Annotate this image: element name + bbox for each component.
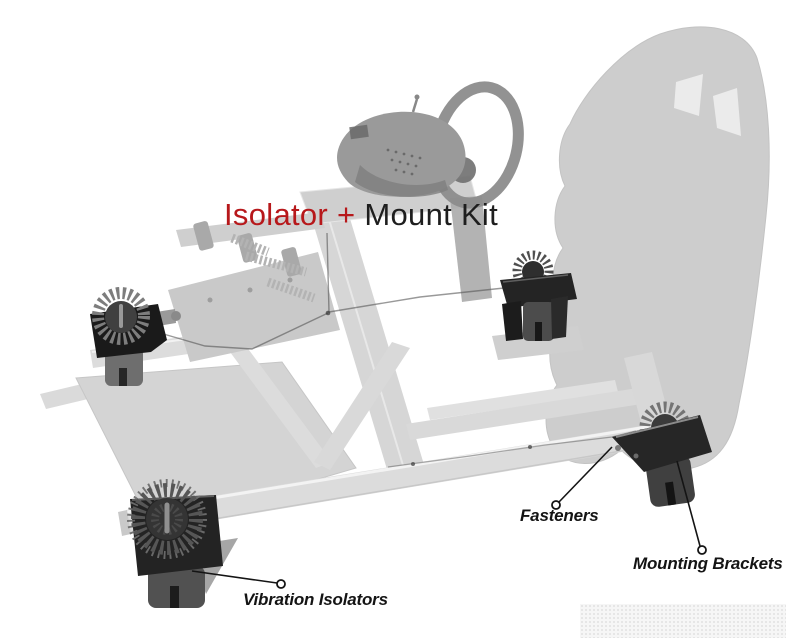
pedal-assembly (168, 212, 340, 362)
isolator-foot (645, 456, 695, 507)
seat-rail-lower (406, 387, 648, 440)
post-highlight (321, 195, 409, 483)
fastener-bolt (633, 453, 639, 459)
isolator-foot-notch (535, 322, 542, 341)
wheel-base-display (349, 124, 369, 140)
callout-mounting-brackets: Mounting Brackets (633, 554, 783, 573)
frame-brace (230, 346, 332, 468)
wheel-upright-post (305, 192, 428, 486)
seat-harness-hole (713, 88, 741, 136)
wheel-base-vents (386, 148, 422, 176)
watermark-texture (580, 604, 786, 638)
pedal-spring (266, 277, 316, 303)
isolator-foot (523, 302, 554, 341)
vibration-isolator-front-left (127, 479, 238, 608)
pedal-spring (244, 251, 308, 277)
bracket-leg (502, 301, 523, 341)
serrated-washer (512, 250, 554, 292)
washer-spikes (127, 479, 207, 559)
isolator-foot-notch (665, 481, 677, 506)
isolator-foot-notch (119, 368, 127, 386)
rail-end-cap (118, 510, 131, 536)
seat-harness-hole (674, 74, 703, 116)
frame-rail-front (126, 422, 670, 534)
isolator-foot (105, 348, 143, 386)
callout-leaders (191, 446, 707, 589)
cable-joint (528, 445, 532, 449)
seat-rail-upper (427, 380, 618, 420)
frame-brace (314, 342, 410, 470)
seat-silhouette (545, 26, 770, 471)
wheel-base-antenna (411, 98, 419, 113)
fastener-bolt (615, 445, 621, 451)
vibration-isolator-seat-front (500, 250, 577, 341)
wheel-base-shadow (355, 165, 448, 197)
leader-line-vibration-isolators (191, 570, 278, 584)
seat-rear-support (624, 352, 672, 434)
rail-shadow (129, 442, 670, 534)
cable (159, 312, 329, 350)
bracket-leg (551, 296, 568, 339)
callout-fasteners: Fasteners (520, 506, 599, 525)
leader-dot-vibration-isolators (276, 579, 286, 589)
leader-dot-fasteners (551, 500, 561, 510)
rail-highlight (126, 422, 666, 514)
page-title: Isolator +Mount Kit (224, 197, 499, 232)
isolator-foot-notch (170, 586, 179, 608)
leader-line-fasteners (558, 446, 613, 503)
bracket-highlight (502, 274, 569, 283)
vibration-isolator-right-rear (612, 401, 712, 507)
vibration-isolator-left-rear (90, 287, 181, 386)
antenna-tip (414, 94, 420, 100)
isolator-axle-tip (171, 311, 181, 321)
callout-vibration-isolators: Vibration Isolators (243, 590, 388, 609)
serrated-washer (92, 287, 150, 345)
title-rest: Mount Kit (364, 197, 499, 232)
ghost-rig (40, 26, 770, 536)
cable (326, 232, 505, 313)
pedal-plate (193, 221, 214, 251)
wheel-base-column (450, 196, 492, 302)
cable-joint (325, 310, 331, 316)
bracket-highlight (615, 416, 699, 438)
pedal-spring (230, 233, 270, 257)
serrated-washer (131, 483, 203, 555)
cable-joint (411, 462, 415, 466)
base-plate-tab (40, 384, 88, 409)
title-highlight: Isolator + (224, 197, 356, 232)
leader-line-mounting-brackets (676, 460, 701, 547)
leader-dot-mounting-brackets (697, 545, 707, 555)
